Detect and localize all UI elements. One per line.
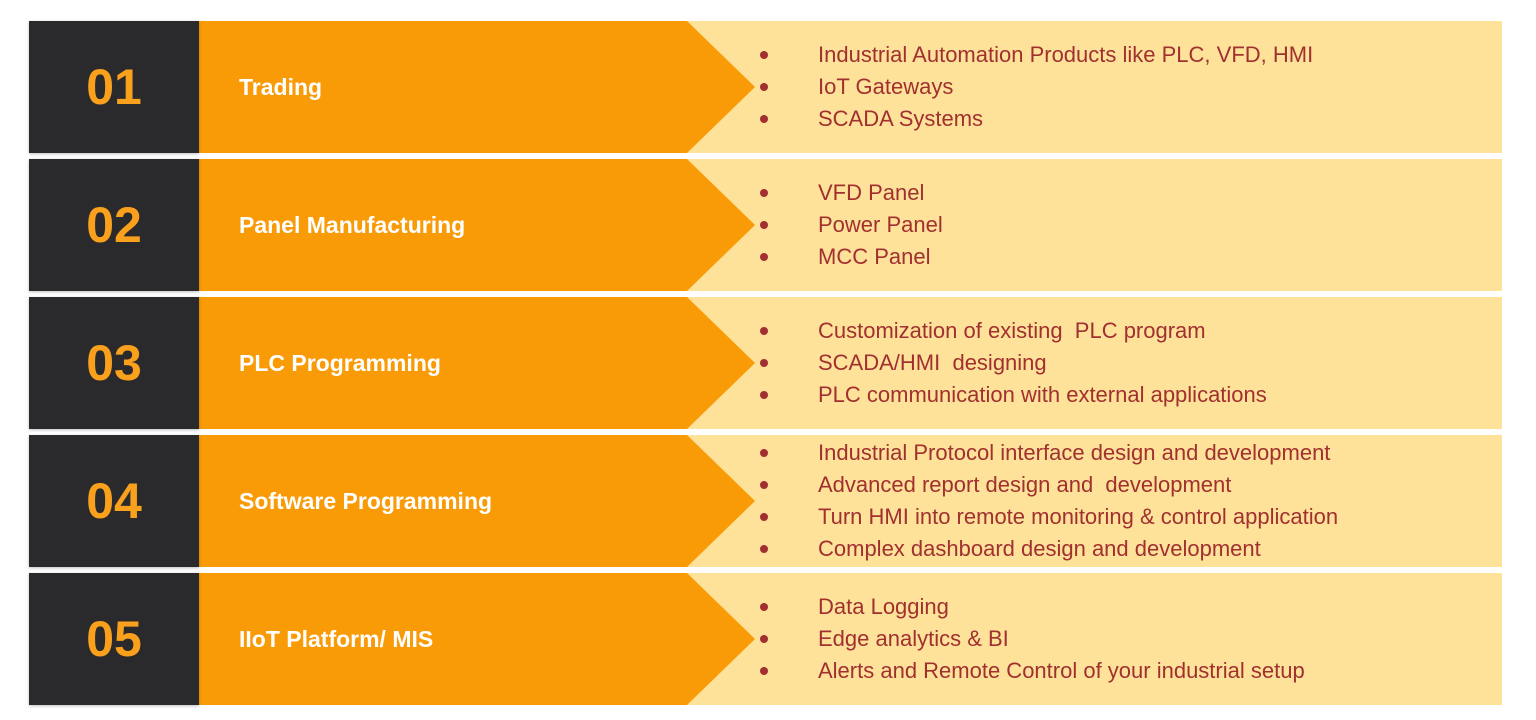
service-row: 04 Software Programming Industrial Proto…: [29, 435, 1502, 567]
bullet-item: Complex dashboard design and development: [754, 533, 1492, 565]
row-number: 04: [29, 435, 199, 567]
row-number: 05: [29, 573, 199, 705]
row-bullets: Industrial Automation Products like PLC,…: [754, 39, 1492, 135]
bullet-item: Data Logging: [754, 591, 1492, 623]
arrow-right-icon: [687, 21, 755, 153]
arrow-right-icon: [687, 573, 755, 705]
bullet-dot-icon: [760, 359, 768, 367]
bullet-item: IoT Gateways: [754, 71, 1492, 103]
bullet-item: SCADA Systems: [754, 103, 1492, 135]
row-title: PLC Programming: [239, 349, 441, 376]
bullet-text: IoT Gateways: [818, 74, 954, 99]
bullet-text: Data Logging: [818, 594, 949, 619]
row-title: Panel Manufacturing: [239, 211, 466, 238]
service-row: 03 PLC Programming Customization of exis…: [29, 297, 1502, 429]
bullet-text: Alerts and Remote Control of your indust…: [818, 658, 1305, 683]
bullet-text: Turn HMI into remote monitoring & contro…: [818, 504, 1339, 529]
row-banner: PLC Programming: [199, 297, 755, 429]
bullet-text: Customization of existing PLC program: [818, 318, 1206, 343]
bullet-item: Edge analytics & BI: [754, 623, 1492, 655]
service-row: 01 Trading Industrial Automation Product…: [29, 21, 1502, 153]
bullet-dot-icon: [760, 221, 768, 229]
bullet-text: Advanced report design and development: [818, 472, 1232, 497]
bullet-item: Turn HMI into remote monitoring & contro…: [754, 501, 1492, 533]
bullet-item: Industrial Automation Products like PLC,…: [754, 39, 1492, 71]
bullet-item: MCC Panel: [754, 241, 1492, 273]
bullet-text: PLC communication with external applicat…: [818, 382, 1267, 407]
bullet-text: SCADA/HMI designing: [818, 350, 1047, 375]
bullet-dot-icon: [760, 449, 768, 457]
services-list: 01 Trading Industrial Automation Product…: [29, 21, 1502, 705]
bullet-item: Industrial Protocol interface design and…: [754, 437, 1492, 469]
bullet-item: PLC communication with external applicat…: [754, 379, 1492, 411]
row-title: Trading: [239, 73, 323, 100]
row-number: 03: [29, 297, 199, 429]
bullet-text: Power Panel: [818, 212, 943, 237]
bullet-dot-icon: [760, 545, 768, 553]
bullet-dot-icon: [760, 635, 768, 643]
row-title: Software Programming: [239, 487, 493, 514]
bullet-item: VFD Panel: [754, 177, 1492, 209]
row-number: 02: [29, 159, 199, 291]
bullet-dot-icon: [760, 481, 768, 489]
bullet-item: Power Panel: [754, 209, 1492, 241]
row-banner: Panel Manufacturing: [199, 159, 755, 291]
bullet-dot-icon: [760, 391, 768, 399]
row-number: 01: [29, 21, 199, 153]
arrow-right-icon: [687, 297, 755, 429]
row-bullets: Industrial Protocol interface design and…: [754, 437, 1492, 565]
row-banner: IIoT Platform/ MIS: [199, 573, 755, 705]
bullet-text: MCC Panel: [818, 244, 931, 269]
bullet-text: SCADA Systems: [818, 106, 984, 131]
bullet-item: SCADA/HMI designing: [754, 347, 1492, 379]
bullet-dot-icon: [760, 189, 768, 197]
bullet-dot-icon: [760, 83, 768, 91]
bullet-dot-icon: [760, 253, 768, 261]
arrow-right-icon: [687, 435, 755, 567]
arrow-right-icon: [687, 159, 755, 291]
row-title: IIoT Platform/ MIS: [239, 625, 434, 652]
bullet-text: VFD Panel: [818, 180, 925, 205]
bullet-text: Industrial Automation Products like PLC,…: [818, 42, 1314, 67]
bullet-dot-icon: [760, 115, 768, 123]
bullet-dot-icon: [760, 51, 768, 59]
bullet-dot-icon: [760, 603, 768, 611]
bullet-item: Alerts and Remote Control of your indust…: [754, 655, 1492, 687]
bullet-dot-icon: [760, 513, 768, 521]
row-banner: Software Programming: [199, 435, 755, 567]
bullet-item: Advanced report design and development: [754, 469, 1492, 501]
bullet-text: Complex dashboard design and development: [818, 536, 1261, 561]
bullet-item: Customization of existing PLC program: [754, 315, 1492, 347]
row-detail: Industrial Automation Products like PLC,…: [687, 21, 1502, 153]
bullet-text: Edge analytics & BI: [818, 626, 1009, 651]
bullet-dot-icon: [760, 667, 768, 675]
row-detail: Industrial Protocol interface design and…: [687, 435, 1502, 567]
bullet-text: Industrial Protocol interface design and…: [818, 440, 1331, 465]
row-banner: Trading: [199, 21, 755, 153]
bullet-dot-icon: [760, 327, 768, 335]
